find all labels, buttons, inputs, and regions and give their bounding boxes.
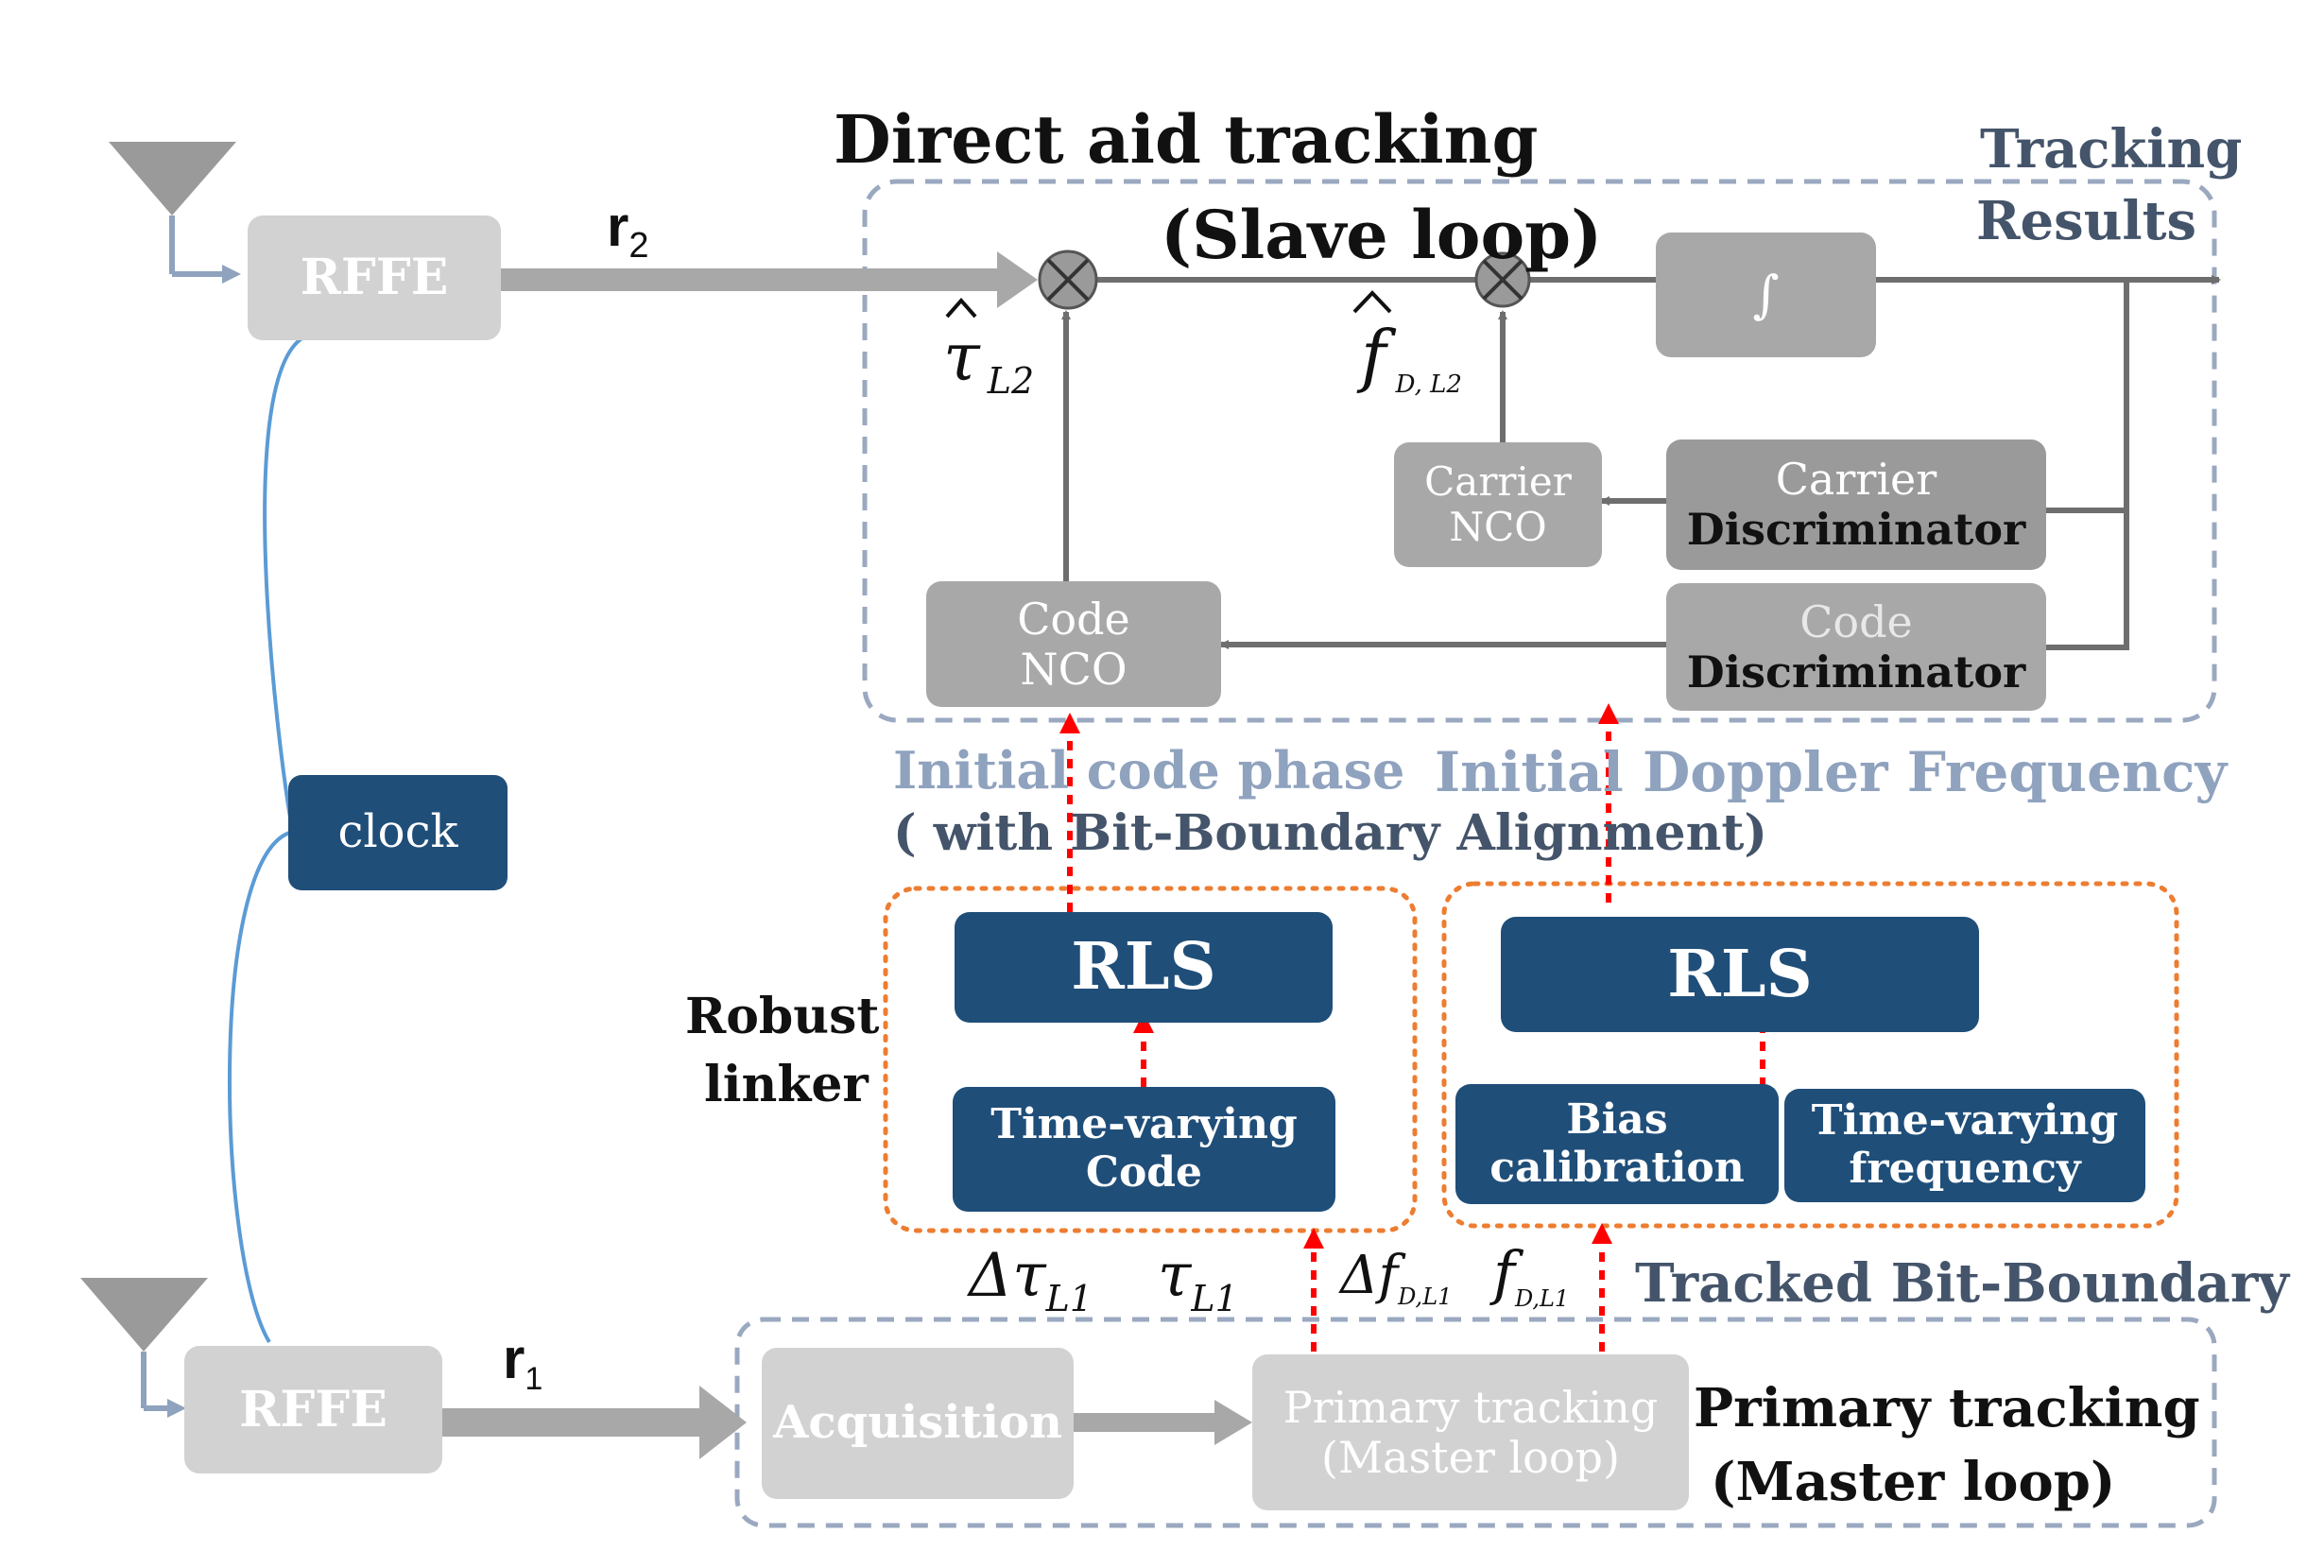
integrator-box: ∫ [1656,233,1876,357]
tau-l1-label: τL1 [1158,1241,1238,1319]
clock-box: clock [288,775,508,890]
initial-code-phase-label: Initial code phase [893,740,1405,801]
direct-aid-title: Direct aid tracking [834,100,1539,179]
feedback-bus [2046,280,2129,650]
f-l1-label: fD,L1 [1493,1238,1570,1312]
r1-arrow [442,1386,747,1459]
primary-tracking-title-line1: Primary tracking [1694,1377,2200,1439]
robust-linker-title-line1: Robust [685,988,880,1045]
f-hat-mark [1352,290,1392,314]
r1-label: r1 [503,1327,543,1397]
master-loop-region [734,1317,2217,1528]
delta-tau-l1-label: ΔτL1 [969,1241,1093,1319]
robust-linker-title-line2: linker [704,1056,869,1113]
robust-linker-right-region [1441,881,2179,1229]
clock-wire-bottom [228,830,294,1344]
slave-loop-region [862,179,2217,723]
bit-boundary-alignment-label: ( with Bit-Boundary Alignment) [893,804,1768,862]
rffe-top-box: RFFE [248,215,501,340]
rls-left-box: RLS [955,912,1333,1023]
primary-tracking-box: Primary tracking(Master loop) [1252,1354,1689,1510]
tau-hat-mark [945,297,977,319]
mixer-2-icon [1474,251,1531,308]
antenna-bottom-icon [80,1278,208,1418]
antenna-top-icon [109,142,241,284]
slave-loop-title: (Slave loop) [1161,196,1603,274]
delta-f-l1-label: ΔfD,L1 [1340,1245,1453,1310]
primary-tracking-title-line2: (Master loop) [1711,1451,2116,1513]
r2-arrow [501,251,1038,308]
clock-wire-top [263,334,308,833]
tracking-results-title-line1: Tracking [1980,118,2243,181]
tracked-bit-boundary-label: Tracked Bit-Boundary [1635,1252,2289,1315]
initial-doppler-label: Initial Doppler Frequency [1435,740,2228,804]
r2-label: r2 [607,195,649,266]
mixer-1-icon [1038,250,1098,310]
rls-right-box: RLS [1501,917,1979,1032]
tracking-results-title-line2: Results [1976,190,2197,252]
rffe-bottom-box: RFFE [184,1346,442,1473]
acq-to-primary-arrow [1074,1400,1252,1445]
acquisition-box: Acquisition [762,1348,1074,1499]
